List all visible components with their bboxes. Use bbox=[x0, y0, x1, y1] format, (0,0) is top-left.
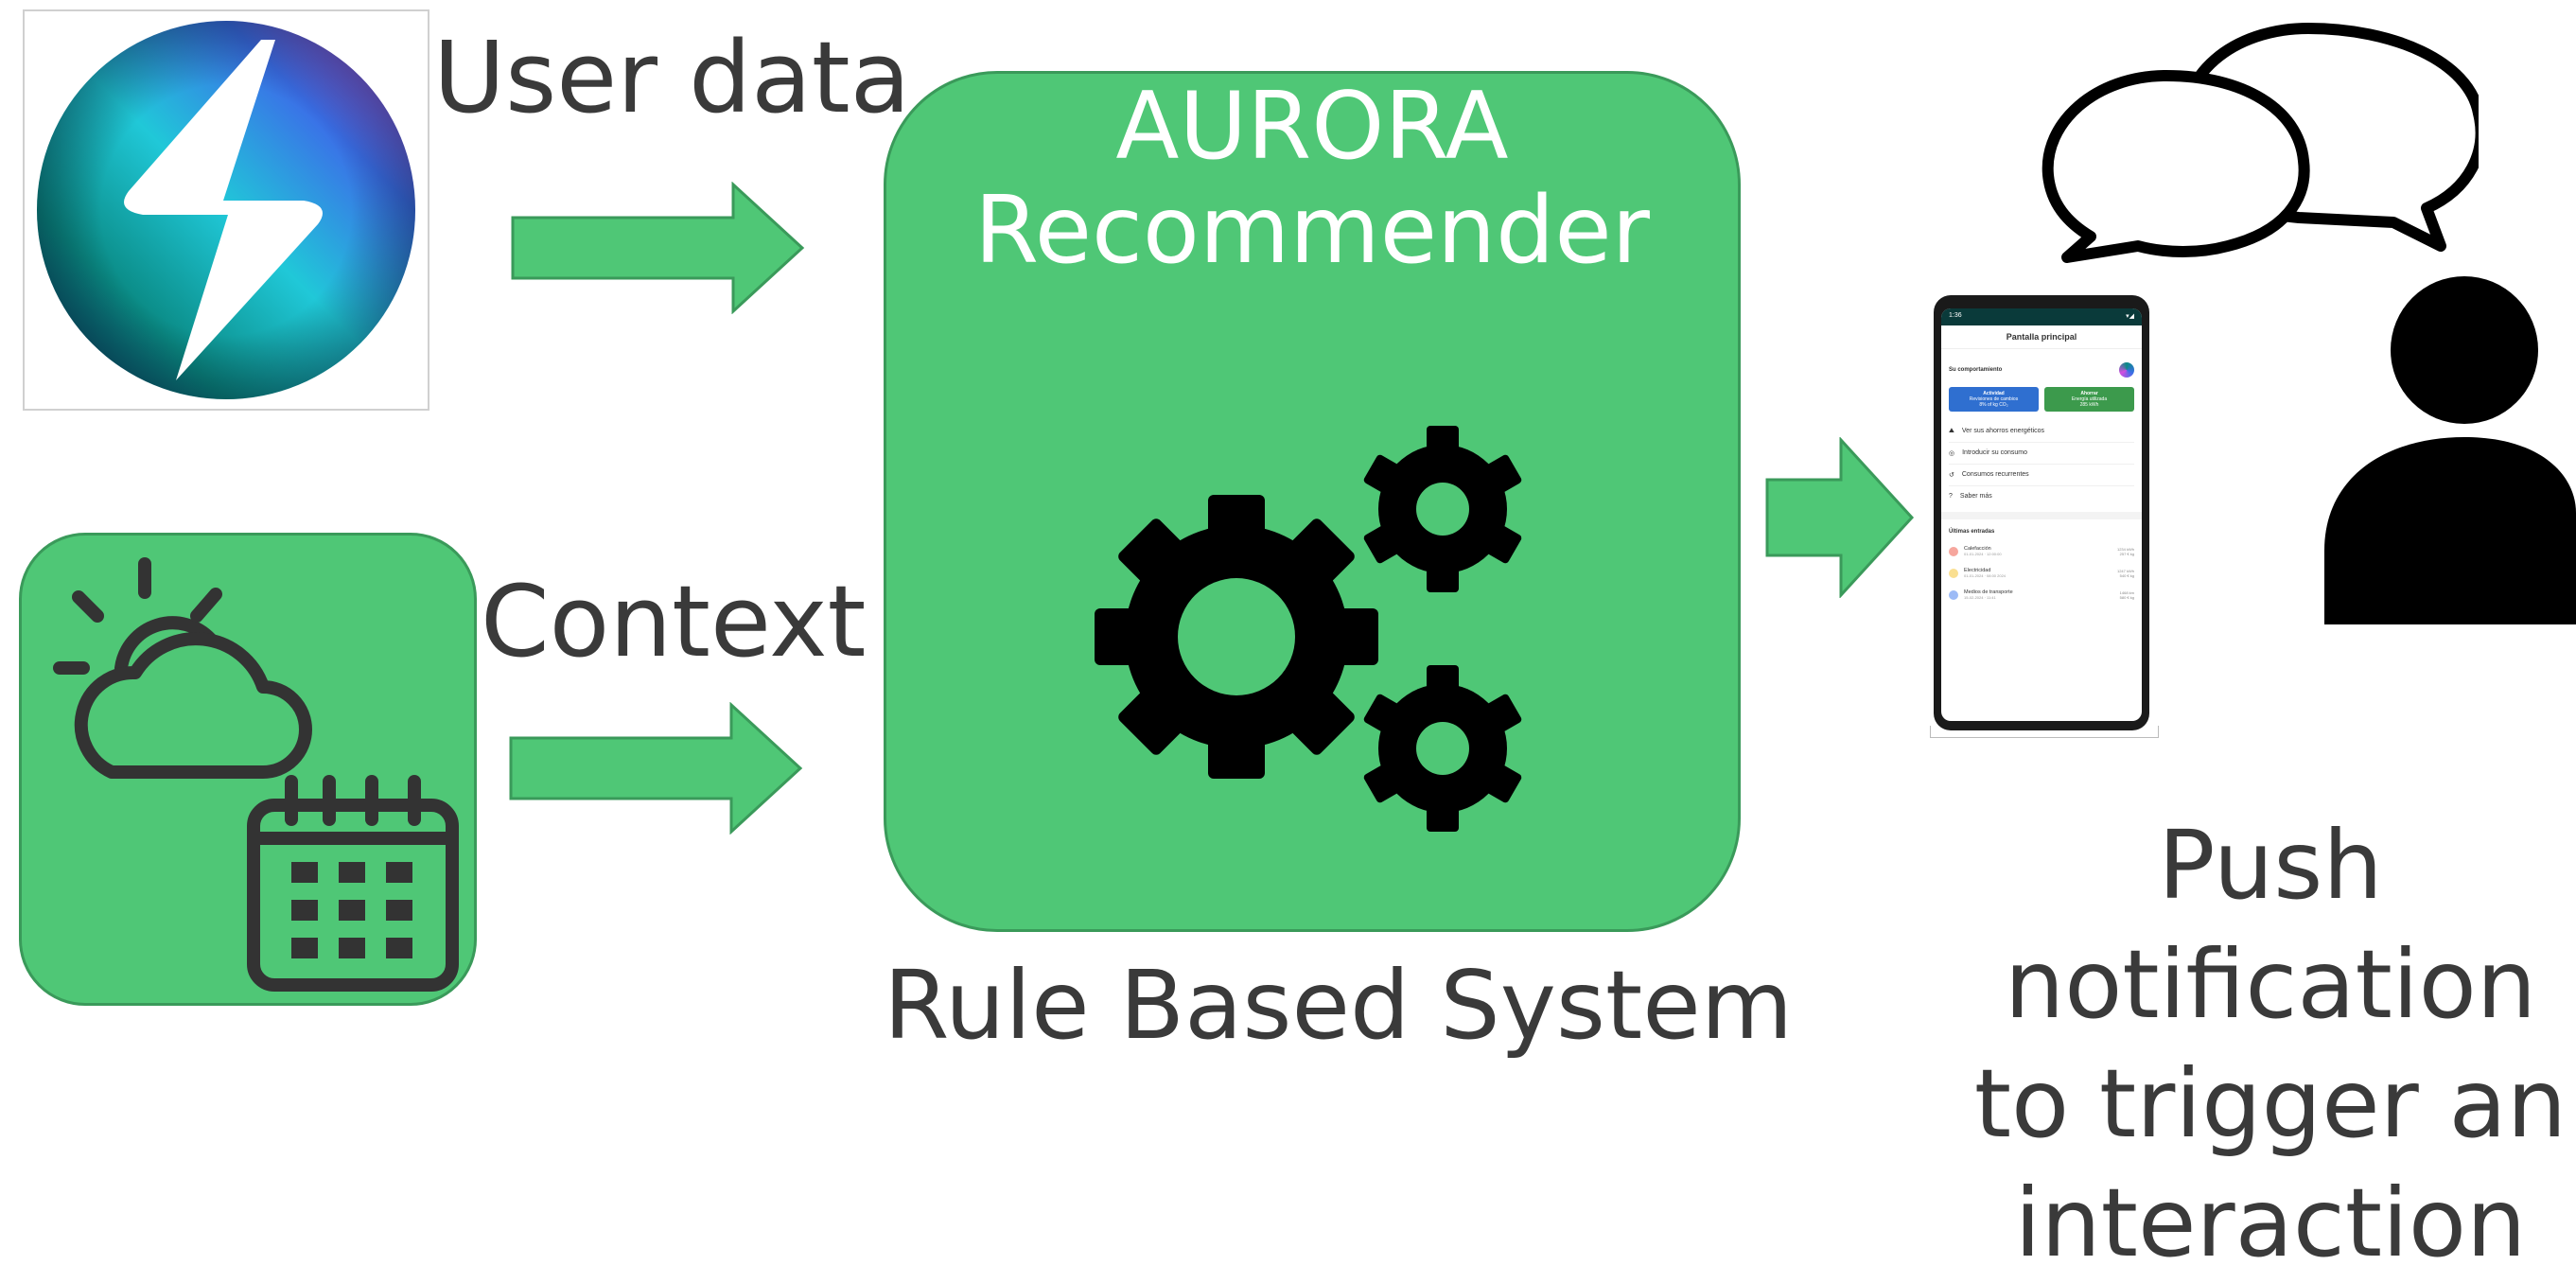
user-data-label: User data bbox=[433, 20, 911, 135]
savings-card[interactable]: Ahorrar Energía utilizada 285 kWh bbox=[2044, 387, 2134, 412]
menu-item[interactable]: ◎ Introducir su consumo bbox=[1949, 443, 2134, 465]
help-icon: ? bbox=[1949, 493, 1953, 500]
aurora-logo bbox=[23, 9, 429, 411]
entry-dot-icon bbox=[1949, 568, 1958, 578]
aurora-logo-icon bbox=[37, 21, 415, 399]
section-behaviour: Su comportamiento bbox=[1949, 367, 2003, 373]
footprint-icon: ⛰ bbox=[1949, 428, 1954, 434]
speech-bubbles-icon bbox=[2042, 23, 2479, 263]
arrow-user-data bbox=[511, 182, 805, 314]
section-recent: Últimas entradas bbox=[1949, 529, 1995, 535]
context-icon-box bbox=[19, 533, 477, 1006]
arrow-to-phone bbox=[1765, 437, 1915, 598]
gears-icon bbox=[1095, 426, 1522, 832]
arrow-context bbox=[509, 702, 803, 835]
entry-dot-icon bbox=[1949, 546, 1958, 556]
person-icon bbox=[2324, 276, 2576, 624]
activity-card[interactable]: Actividad Revisiones de cambios 8% of kg… bbox=[1949, 387, 2039, 412]
recommender-title: AURORA Recommender bbox=[974, 73, 1650, 285]
signal-icon: ▾◢ bbox=[2126, 313, 2134, 320]
menu-item[interactable]: ↺ Consumos recurrentes bbox=[1949, 465, 2134, 486]
menu-item[interactable]: ? Saber más bbox=[1949, 493, 1992, 500]
status-bar: 1:36▾◢ bbox=[1941, 308, 2142, 325]
calendar-icon bbox=[247, 775, 459, 992]
output-text: Push notification to trigger an interact… bbox=[1973, 810, 2567, 1278]
menu-item[interactable]: ⛰ Ver sus ahorros energéticos bbox=[1949, 421, 2134, 443]
phone-menu: ⛰ Ver sus ahorros energéticos ◎ Introduc… bbox=[1941, 415, 2142, 512]
weather-icon bbox=[53, 557, 312, 779]
phone-screen: 1:36▾◢ Pantalla principal Su comportamie… bbox=[1941, 308, 2142, 721]
history-icon: ↺ bbox=[1949, 472, 1954, 479]
recommender-box: AURORA Recommender bbox=[884, 71, 1741, 932]
gauge-icon: ◎ bbox=[1949, 450, 1955, 457]
context-label: Context bbox=[481, 564, 867, 679]
recommender-caption: Rule Based System bbox=[884, 950, 1794, 1061]
app-logo-icon bbox=[2119, 362, 2134, 378]
entry-dot-icon bbox=[1949, 589, 1958, 600]
phone-title: Pantalla principal bbox=[1941, 325, 2142, 349]
phone-mockup: 1:36▾◢ Pantalla principal Su comportamie… bbox=[1930, 295, 2159, 740]
